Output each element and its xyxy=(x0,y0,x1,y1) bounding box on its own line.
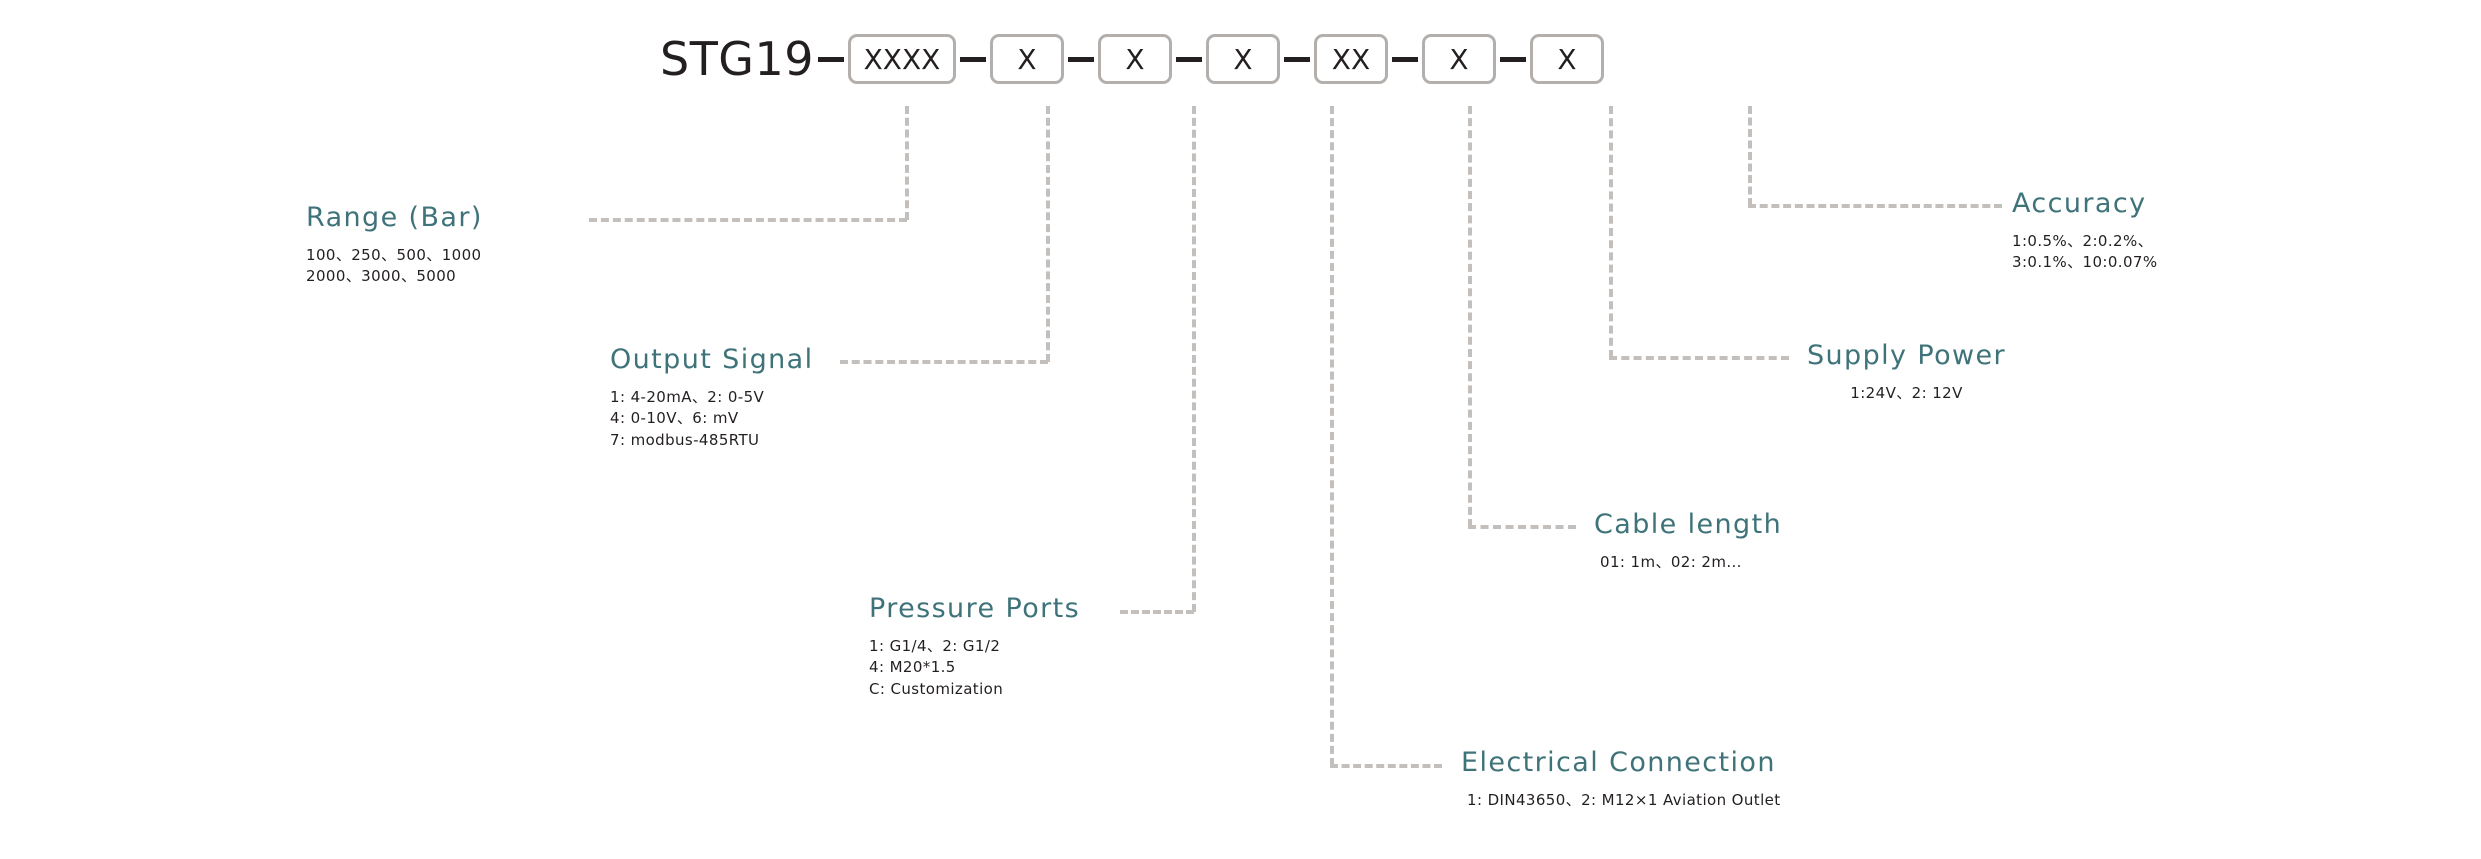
annotation-pressure-ports-body: 1: G1/4、2: G1/2 4: M20*1.5 C: Customizat… xyxy=(869,636,1080,701)
connector-electrical-connection-horizontal xyxy=(1330,764,1442,768)
code-box-range[interactable]: XXXX xyxy=(847,34,956,84)
connector-range-vertical xyxy=(905,106,909,220)
annotation-output-signal-line-3: 7: modbus-485RTU xyxy=(610,431,760,450)
connector-accuracy-vertical xyxy=(1748,106,1752,206)
annotation-output-signal-line-2: 4: 0-10V、6: mV xyxy=(610,409,739,428)
connector-output-signal-vertical xyxy=(1046,106,1050,362)
annotation-pressure-ports-title: Pressure Ports xyxy=(869,593,1081,624)
annotation-range-body: 100、250、500、1000 2000、3000、5000 xyxy=(306,245,483,289)
annotation-accuracy-body: 1:0.5%、2:0.2%、 3:0.1%、10:0.07% xyxy=(2012,231,2158,275)
annotation-range: Range (Bar) 100、250、500、1000 2000、3000、5… xyxy=(306,203,483,288)
annotation-accuracy: Accuracy 1:0.5%、2:0.2%、 3:0.1%、10:0.07% xyxy=(2012,189,2158,274)
annotation-output-signal-body: 1: 4-20mA、2: 0-5V 4: 0-10V、6: mV 7: modb… xyxy=(610,387,814,452)
annotation-pressure-ports: Pressure Ports 1: G1/4、2: G1/2 4: M20*1.… xyxy=(869,594,1080,701)
separator-dash xyxy=(1391,56,1418,62)
annotation-output-signal-line-1: 1: 4-20mA、2: 0-5V xyxy=(610,387,765,406)
code-box-pressure-ports[interactable]: X xyxy=(1097,34,1172,84)
connector-accuracy-horizontal xyxy=(1748,204,2002,208)
annotation-range-title: Range (Bar) xyxy=(306,202,483,233)
separator-dash xyxy=(1499,56,1526,62)
model-code-row: STG19 XXXX X X X XX X X xyxy=(660,28,1604,90)
annotation-pressure-ports-line-2: 4: M20*1.5 xyxy=(869,658,956,677)
connector-supply-power-vertical xyxy=(1609,106,1613,358)
annotation-output-signal-title: Output Signal xyxy=(610,344,814,375)
annotation-electrical-connection-title: Electrical Connection xyxy=(1461,747,1776,778)
connector-electrical-connection-vertical xyxy=(1330,106,1334,766)
annotation-accuracy-title: Accuracy xyxy=(2012,188,2147,219)
connector-range-horizontal xyxy=(589,218,907,222)
connector-cable-length-horizontal xyxy=(1468,525,1576,529)
connector-cable-length-vertical xyxy=(1468,106,1472,527)
connector-output-signal-horizontal xyxy=(840,360,1048,364)
annotation-supply-power-line-1: 1:24V、2: 12V xyxy=(1850,383,1963,402)
separator-dash xyxy=(1067,56,1094,62)
annotation-range-line-1: 100、250、500、1000 xyxy=(306,245,482,264)
code-box-cable-length[interactable]: XX xyxy=(1313,34,1388,84)
connector-pressure-ports-horizontal xyxy=(1120,610,1194,614)
connector-supply-power-horizontal xyxy=(1609,356,1789,360)
annotation-output-signal: Output Signal 1: 4-20mA、2: 0-5V 4: 0-10V… xyxy=(610,345,814,452)
separator-dash xyxy=(817,56,844,62)
annotation-pressure-ports-line-3: C: Customization xyxy=(869,680,1004,699)
annotation-cable-length-title: Cable length xyxy=(1594,509,1783,540)
code-box-electrical-connection[interactable]: X xyxy=(1205,34,1280,84)
connector-pressure-ports-vertical xyxy=(1192,106,1196,612)
annotation-supply-power-body: 1:24V、2: 12V xyxy=(1807,383,2006,405)
annotation-cable-length-body: 01: 1m、02: 2m... xyxy=(1600,552,1782,574)
separator-dash xyxy=(1175,56,1202,62)
annotation-supply-power: Supply Power 1:24V、2: 12V xyxy=(1807,341,2006,404)
annotation-pressure-ports-line-1: 1: G1/4、2: G1/2 xyxy=(869,636,1001,655)
annotation-cable-length-line-1: 01: 1m、02: 2m... xyxy=(1600,552,1742,571)
annotation-accuracy-line-2: 3:0.1%、10:0.07% xyxy=(2012,253,2158,272)
code-box-accuracy[interactable]: X xyxy=(1529,34,1604,84)
annotation-electrical-connection: Electrical Connection 1: DIN43650、2: M12… xyxy=(1461,748,1781,811)
separator-dash xyxy=(959,56,986,62)
annotation-range-line-2: 2000、3000、5000 xyxy=(306,267,457,286)
annotation-accuracy-line-1: 1:0.5%、2:0.2%、 xyxy=(2012,231,2154,250)
annotation-supply-power-title: Supply Power xyxy=(1807,340,2007,371)
separator-dash xyxy=(1283,56,1310,62)
code-box-supply-power[interactable]: X xyxy=(1421,34,1496,84)
annotation-electrical-connection-line-1: 1: DIN43650、2: M12×1 Aviation Outlet xyxy=(1467,790,1781,809)
code-box-output-signal[interactable]: X xyxy=(989,34,1064,84)
model-prefix: STG19 xyxy=(660,32,814,86)
annotation-electrical-connection-body: 1: DIN43650、2: M12×1 Aviation Outlet xyxy=(1467,790,1781,812)
annotation-cable-length: Cable length 01: 1m、02: 2m... xyxy=(1594,510,1782,573)
